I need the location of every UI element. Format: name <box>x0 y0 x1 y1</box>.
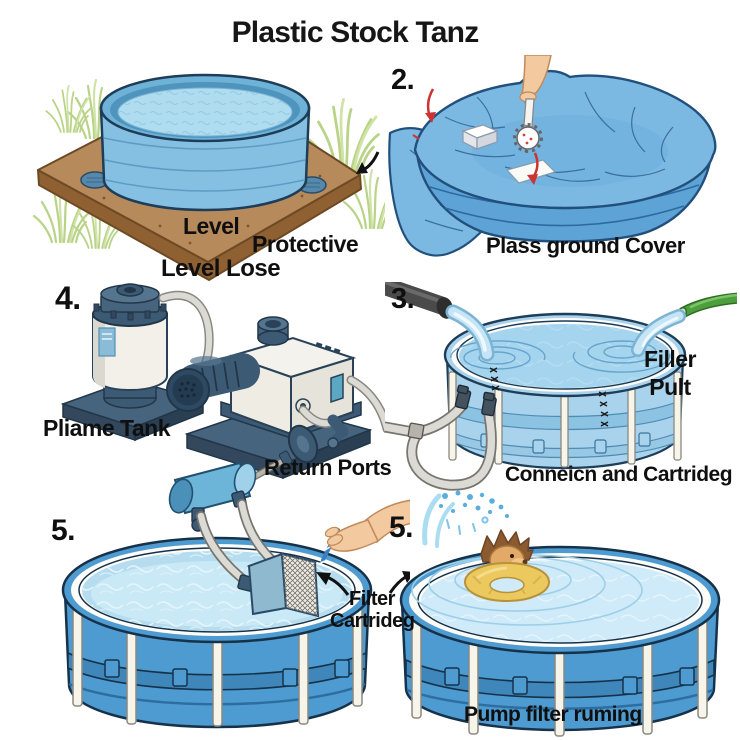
sample-box <box>461 124 499 150</box>
label-filler-line2: Pult <box>649 374 691 401</box>
hand-with-tool <box>318 499 410 565</box>
hand-with-dispenser <box>513 55 552 153</box>
garden-hose <box>631 292 737 357</box>
step-5a-number: 5. <box>51 514 76 547</box>
pointer-arrow-icon <box>356 151 380 174</box>
caption-pump-running: Pump filter ruming <box>464 703 642 726</box>
tarp-top <box>413 69 717 210</box>
frame-pool-right <box>399 545 721 737</box>
tank-sticker <box>98 327 116 357</box>
label-level-lose: Level Lose <box>161 255 281 282</box>
sample-card <box>505 159 557 184</box>
frame-pool-left <box>61 536 373 729</box>
toy-in-swim-ring <box>464 529 550 602</box>
label-cartridge: Cartrideg <box>330 610 415 632</box>
label-filter: Filter <box>349 588 395 610</box>
label-return-ports: Return Ports <box>264 455 392 480</box>
label-level: Level <box>183 213 240 239</box>
pump <box>166 316 362 439</box>
stock-tank <box>99 73 311 212</box>
page-title: Plastic Stock Tanz <box>231 16 480 49</box>
callout-arrow-icon <box>316 571 410 596</box>
filter-cartridge-pool-illustration <box>61 499 410 729</box>
step-2-number: 2. <box>391 64 415 96</box>
label-pump-tank: Pliame Tank <box>43 415 171 441</box>
label-filler-pult: Filler Pult <box>634 345 706 401</box>
filter-cartridge-basket <box>237 552 320 618</box>
return-port-assembly <box>168 424 319 532</box>
caption-connection: Conneicn and Cartrideg <box>505 463 733 486</box>
lace-marks <box>489 367 609 427</box>
stock-tank-site-illustration <box>32 73 385 281</box>
splash-icon <box>422 490 509 548</box>
red-arrow-icon <box>412 88 539 185</box>
pool-legs <box>411 609 708 737</box>
label-protective: Protective <box>252 231 359 257</box>
caption-ground-cover: Plass ground Cover <box>486 233 685 258</box>
ground-cover-illustration <box>388 55 717 257</box>
running-pool-illustration <box>399 490 721 737</box>
pump-equipment-illustration <box>60 283 385 532</box>
label-filler-line1: Filler <box>644 346 696 372</box>
step-5b-number: 5. <box>389 511 414 544</box>
elbow-fitting <box>327 414 349 449</box>
fill-pipe <box>385 282 495 362</box>
filling-pool-illustration <box>385 282 737 491</box>
pool-ports-hoses <box>385 384 497 491</box>
filter-tank <box>92 283 168 409</box>
step-4-number: 4. <box>55 280 81 316</box>
step-3-number: 3. <box>391 283 415 315</box>
